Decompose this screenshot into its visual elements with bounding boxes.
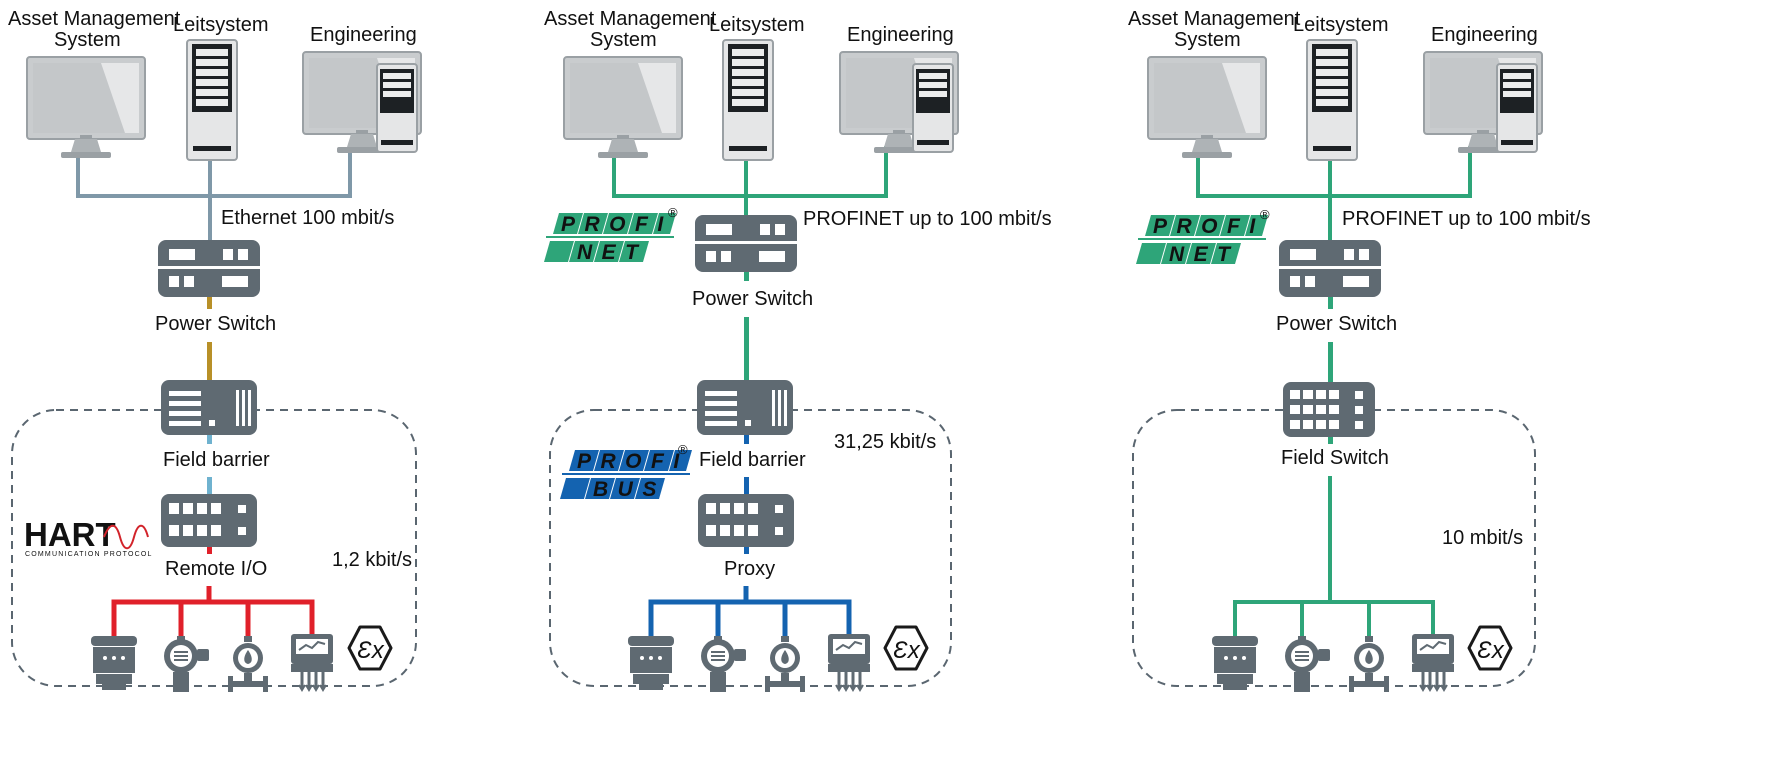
network-label: PROFINET up to 100 mbit/s xyxy=(803,208,1052,230)
asset-management-label-line1: Asset Management xyxy=(1128,8,1301,30)
profibus-logo: PROFI BUS ® xyxy=(560,442,692,501)
speed-label: 1,2 kbit/s xyxy=(332,549,412,571)
hart-trunk-line xyxy=(207,342,212,380)
workstation-tower-icon xyxy=(376,63,418,153)
asset-management-label-line2: System xyxy=(54,29,121,51)
ethernet-bus-line xyxy=(76,146,352,240)
svg-text:®: ® xyxy=(1260,207,1270,222)
field-barrier-icon xyxy=(161,380,257,435)
svg-text:®: ® xyxy=(668,205,678,220)
ethernet-apl-device-bus xyxy=(1233,476,1435,638)
leitsystem-label: Leitsystem xyxy=(709,14,805,36)
svg-text:NET: NET xyxy=(1169,243,1240,266)
profinet-bus-line xyxy=(1196,146,1472,240)
power-switch-label: Power Switch xyxy=(155,313,276,335)
svg-text:HART: HART xyxy=(24,516,116,553)
workstation-tower-icon xyxy=(912,63,954,153)
speed-label: 31,25 kbit/s xyxy=(834,431,936,453)
server-tower-icon xyxy=(722,39,774,161)
asset-management-label-line1: Asset Management xyxy=(544,8,717,30)
ex-symbol-text: Ɛx xyxy=(1477,637,1505,664)
field-switch-label: Field Switch xyxy=(1281,447,1389,469)
power-switch-label: Power Switch xyxy=(1276,313,1397,335)
svg-text:®: ® xyxy=(678,442,688,457)
network-switch-icon xyxy=(1279,240,1381,297)
profinet-trunk-line xyxy=(1328,342,1333,382)
flow-meter-icon xyxy=(163,635,210,693)
svg-text:PROFI: PROFI xyxy=(577,450,689,473)
analyzer-icon xyxy=(826,632,872,692)
speed-label: 10 mbit/s xyxy=(1442,527,1523,549)
monitor-icon xyxy=(1147,56,1267,159)
field-switch-icon xyxy=(1283,382,1375,437)
profinet-trunk-line xyxy=(744,317,749,380)
svg-text:COMMUNICATION PROTOCOL: COMMUNICATION PROTOCOL xyxy=(25,551,153,558)
leitsystem-label: Leitsystem xyxy=(173,14,269,36)
analyzer-icon xyxy=(289,632,335,692)
network-switch-icon xyxy=(158,240,260,297)
flow-meter-icon xyxy=(1284,635,1331,693)
server-tower-icon xyxy=(186,39,238,161)
svg-text:PROFI: PROFI xyxy=(1153,215,1265,238)
remote-io-label: Remote I/O xyxy=(165,558,267,580)
proxy-label: Proxy xyxy=(724,558,775,580)
ex-symbol-text: Ɛx xyxy=(357,637,385,664)
level-transmitter-icon xyxy=(1349,636,1389,692)
monitor-icon xyxy=(26,56,146,159)
network-label: PROFINET up to 100 mbit/s xyxy=(1342,208,1591,230)
svg-text:PROFI: PROFI xyxy=(561,213,673,236)
asset-management-label-line1: Asset Management xyxy=(8,8,181,30)
sensor-box-icon xyxy=(91,636,137,690)
profinet-logo: PROFI NET ® xyxy=(544,205,678,264)
analyzer-icon xyxy=(1410,632,1456,692)
ex-symbol-text: Ɛx xyxy=(893,637,921,664)
profinet-logo: PROFI NET ® xyxy=(1136,207,1270,266)
hart-logo: HART COMMUNICATION PROTOCOL xyxy=(24,516,153,558)
field-barrier-label: Field barrier xyxy=(163,449,270,471)
sensor-box-icon xyxy=(1212,636,1258,690)
network-switch-icon xyxy=(695,215,797,272)
field-barrier-icon xyxy=(697,380,793,435)
column-profibus: Asset Management System Leitsystem Engin… xyxy=(544,8,1052,693)
flow-meter-icon xyxy=(700,635,747,693)
hart-device-bus xyxy=(111,586,315,638)
engineering-label: Engineering xyxy=(310,24,417,46)
profibus-device-bus xyxy=(648,586,852,638)
column-hart: Asset Management System Leitsystem Engin… xyxy=(8,8,422,693)
proxy-icon xyxy=(698,494,794,547)
svg-text:NET: NET xyxy=(577,241,648,264)
network-label: Ethernet 100 mbit/s xyxy=(221,207,394,229)
engineering-label: Engineering xyxy=(847,24,954,46)
level-transmitter-icon xyxy=(228,636,268,692)
leitsystem-label: Leitsystem xyxy=(1293,14,1389,36)
asset-management-label-line2: System xyxy=(1174,29,1241,51)
field-barrier-label: Field barrier xyxy=(699,449,806,471)
sensor-box-icon xyxy=(628,636,674,690)
monitor-icon xyxy=(563,56,683,159)
engineering-label: Engineering xyxy=(1431,24,1538,46)
workstation-tower-icon xyxy=(1496,63,1538,153)
power-switch-label: Power Switch xyxy=(692,288,813,310)
svg-text:BUS: BUS xyxy=(593,478,666,501)
server-tower-icon xyxy=(1306,39,1358,161)
remote-io-icon xyxy=(161,494,257,547)
column-profinet-field-switch: Asset Management System Leitsystem Engin… xyxy=(1128,8,1591,693)
asset-management-label-line2: System xyxy=(590,29,657,51)
level-transmitter-icon xyxy=(765,636,805,692)
